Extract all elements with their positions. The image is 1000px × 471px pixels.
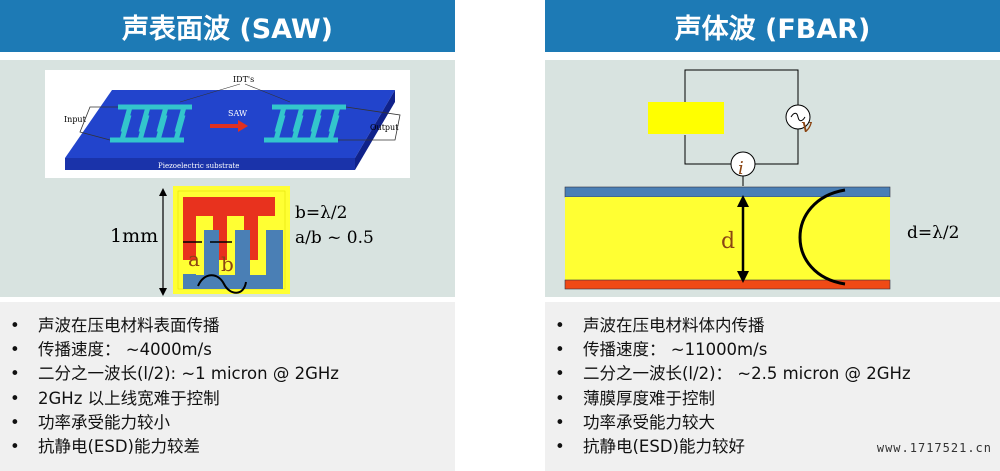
- list-item: •抗静电(ESD)能力较差: [10, 437, 200, 457]
- fbar-bullet-list: •声波在压电材料体内传播 •传播速度： ~11000m/s •二分之一波长(l/…: [545, 302, 1000, 471]
- saw-diagram: SAW IDT's Input Output Piezoelectric sub…: [45, 70, 410, 296]
- substrate-front: [65, 158, 355, 170]
- list-item: •传播速度： ~4000m/s: [10, 340, 212, 360]
- electrode-plate: [648, 102, 724, 134]
- fbar-panel: 声体波 (FBAR) v i d d=λ/2: [545, 0, 1000, 471]
- circuit-top-wire: [684, 69, 799, 115]
- v-label: v: [801, 113, 813, 137]
- saw-arrow: [210, 120, 248, 132]
- standing-wave: [798, 188, 846, 286]
- list-item: •声波在压电材料表面传播: [10, 316, 220, 335]
- size-label: 1mm: [110, 225, 158, 247]
- wave-curve: [197, 274, 247, 294]
- formula-b: b=λ/2: [295, 203, 347, 223]
- saw-label: SAW: [228, 109, 248, 118]
- idt-left: [110, 104, 192, 143]
- a-label: a: [188, 247, 200, 271]
- list-item: •二分之一波长(l/2)： ~2.5 micron @ 2GHz: [555, 364, 911, 384]
- circuit-left-wire: [684, 135, 731, 165]
- i-label: i: [738, 158, 744, 179]
- list-item: •二分之一波长(l/2): ~1 micron @ 2GHz: [10, 364, 339, 384]
- bottom-electrode: [564, 279, 891, 290]
- fbar-diagram: v i d d=λ/2: [564, 69, 959, 290]
- fbar-figure: v i d d=λ/2: [545, 60, 1000, 297]
- input-label: Input: [64, 115, 87, 124]
- saw-title: 声表面波 (SAW): [0, 0, 455, 52]
- list-item: •传播速度： ~11000m/s: [555, 340, 768, 360]
- red-electrode: [183, 197, 275, 260]
- current-meter-icon: [730, 151, 756, 177]
- watermark: www.1717521.cn: [876, 441, 992, 455]
- list-item: •功率承受能力较大: [555, 412, 715, 432]
- substrate-side: [355, 90, 395, 170]
- saw-bullet-list: •声波在压电材料表面传播 •传播速度： ~4000m/s •二分之一波长(l/2…: [0, 302, 455, 471]
- idt-right: [264, 104, 346, 143]
- output-label: Output: [370, 123, 399, 132]
- saw-panel: 声表面波 (SAW) SA: [0, 0, 455, 471]
- b-label: b: [221, 252, 234, 276]
- d-label: d: [721, 229, 735, 254]
- piezo-layer: [565, 197, 890, 280]
- list-item: •薄膜厚度难于控制: [555, 388, 715, 408]
- list-item: •声波在压电材料体内传播: [555, 316, 765, 335]
- list-item: •功率承受能力较小: [10, 412, 170, 432]
- formula-ab: a/b ~ 0.5: [295, 228, 374, 248]
- substrate-label: Piezoelectric substrate: [158, 162, 239, 170]
- list-item: •2GHz 以上线宽难于控制: [10, 388, 220, 408]
- circuit-right-wire: [755, 129, 799, 165]
- idt-label: IDT's: [233, 75, 254, 84]
- list-item: •抗静电(ESD)能力较好: [555, 437, 745, 457]
- blue-electrode: [183, 230, 283, 289]
- formula-d: d=λ/2: [907, 223, 959, 243]
- saw-figure: SAW IDT's Input Output Piezoelectric sub…: [0, 60, 455, 297]
- fbar-title: 声体波 (FBAR): [545, 0, 1000, 52]
